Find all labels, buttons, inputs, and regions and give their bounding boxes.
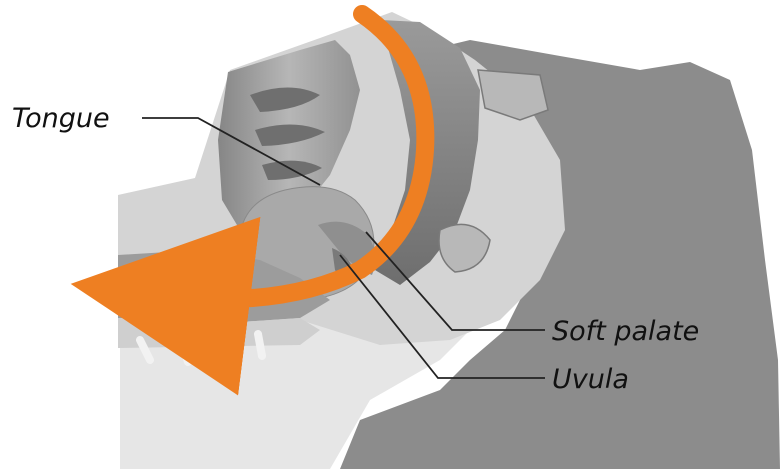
label-tongue: Tongue [12, 103, 110, 134]
label-uvula: Uvula [552, 364, 629, 395]
label-soft-palate: Soft palate [552, 316, 699, 347]
